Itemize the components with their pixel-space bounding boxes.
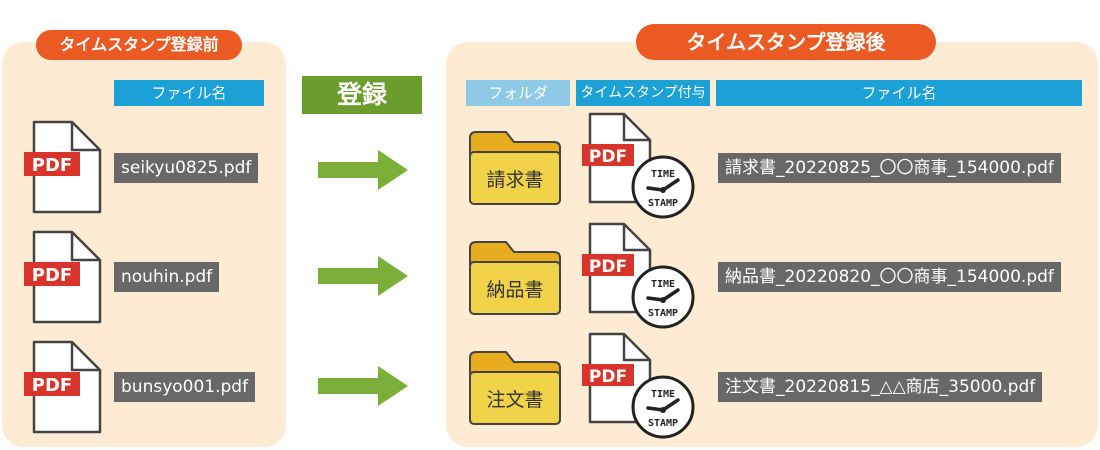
after-file-name[interactable]: 注文書_20220815_△△商店_35000.pdf xyxy=(718,372,1043,402)
time-stamp-icon: TIME STAMP xyxy=(631,155,695,219)
before-file-name[interactable]: seikyu0825.pdf xyxy=(114,153,259,183)
before-title: タイムスタンプ登録前 xyxy=(36,30,242,60)
after-filename-header: ファイル名 xyxy=(716,80,1082,106)
time-stamp-icon: TIME STAMP xyxy=(631,265,695,329)
right-arrow-icon xyxy=(318,366,408,406)
pdf-file-icon: PDF xyxy=(24,340,102,434)
folder-header: フォルダ xyxy=(466,80,570,106)
pdf-file-icon: PDF xyxy=(24,120,102,214)
right-arrow-icon xyxy=(318,256,408,296)
before-file-name[interactable]: bunsyo001.pdf xyxy=(114,372,256,402)
time-stamp-icon: TIME STAMP xyxy=(631,375,695,439)
pdf-tag-label: PDF xyxy=(32,265,72,286)
stamp-top-label: TIME xyxy=(651,389,675,400)
before-filename-header: ファイル名 xyxy=(114,80,264,106)
pdf-file-icon: PDF xyxy=(24,230,102,324)
pdf-tag-label: PDF xyxy=(589,257,627,277)
register-label: 登録 xyxy=(302,76,422,114)
stamp-top-label: TIME xyxy=(651,279,675,290)
folder-icon: 納品書 xyxy=(469,241,561,315)
stamp-top-label: TIME xyxy=(651,169,675,180)
pdf-tag-label: PDF xyxy=(589,367,627,387)
stamp-bottom-label: STAMP xyxy=(648,198,678,209)
before-file-name[interactable]: nouhin.pdf xyxy=(114,262,220,292)
folder-label: 納品書 xyxy=(486,279,543,301)
stamp-bottom-label: STAMP xyxy=(648,308,678,319)
timestamp-header: タイムスタンプ付与 xyxy=(576,80,710,106)
after-title: タイムスタンプ登録後 xyxy=(636,24,936,60)
folder-label: 注文書 xyxy=(486,389,543,411)
folder-label: 請求書 xyxy=(486,169,543,191)
right-arrow-icon xyxy=(318,150,408,190)
folder-icon: 注文書 xyxy=(469,351,561,425)
pdf-tag-label: PDF xyxy=(32,155,72,176)
folder-icon: 請求書 xyxy=(469,131,561,205)
after-file-name[interactable]: 納品書_20220820_〇〇商事_154000.pdf xyxy=(718,262,1061,292)
stamp-bottom-label: STAMP xyxy=(648,418,678,429)
after-file-name[interactable]: 請求書_20220825_〇〇商事_154000.pdf xyxy=(718,153,1061,183)
pdf-tag-label: PDF xyxy=(589,147,627,167)
pdf-tag-label: PDF xyxy=(32,375,72,396)
